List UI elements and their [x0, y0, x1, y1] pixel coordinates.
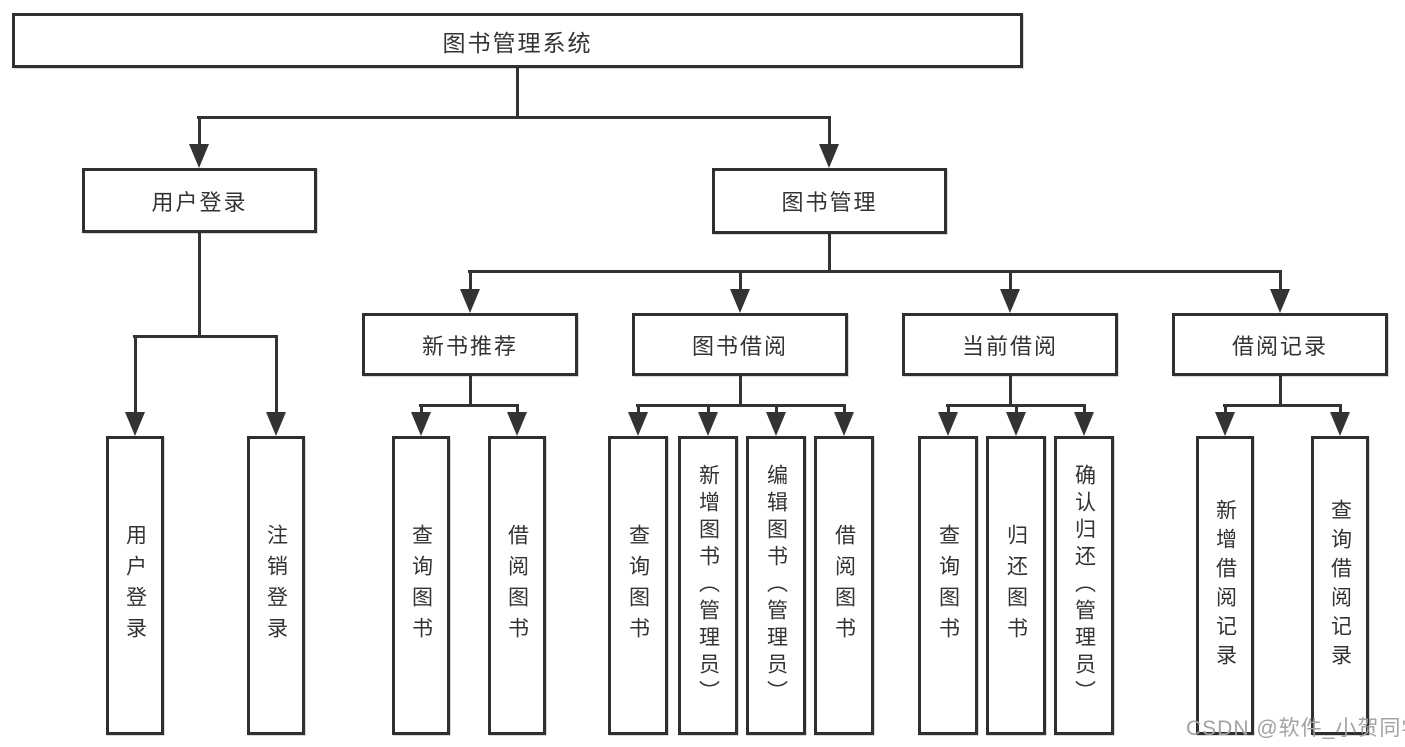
- node-current-borrowing: 当前借阅: [902, 313, 1118, 376]
- connector-drop-current: [1009, 270, 1012, 291]
- leaf-cb-return-books-label: 归还图书: [1004, 523, 1028, 648]
- leaf-logout-login-label: 注销登录: [264, 523, 288, 648]
- node-book-borrowing: 图书借阅: [632, 313, 848, 376]
- node-new-book-recommend-label: 新书推荐: [421, 333, 518, 359]
- leaf-bb-query-books-label: 查询图书: [626, 523, 650, 648]
- arrow-to-cb-query: [938, 412, 958, 436]
- connector-mgmt-hbar: [468, 270, 1282, 273]
- arrow-to-cb-confirm: [1074, 412, 1094, 436]
- connector-login-stem: [198, 231, 201, 337]
- node-library-system: 图书管理系统: [12, 13, 1023, 68]
- arrow-to-borrowing: [730, 289, 750, 313]
- connector-bb-hbar: [636, 404, 845, 407]
- connector-bb-stem: [739, 374, 742, 406]
- leaf-cb-query-books-label: 查询图书: [936, 523, 960, 648]
- leaf-bb-borrow-books-label: 借阅图书: [832, 523, 856, 648]
- connector-drop-leaf-logout: [275, 335, 278, 414]
- leaf-cb-confirm-return-admin: 确认归还（管理员）: [1054, 436, 1114, 735]
- node-library-system-label: 图书管理系统: [442, 29, 593, 56]
- node-current-borrowing-label: 当前借阅: [961, 333, 1058, 359]
- connector-cb-drop3: [1083, 404, 1086, 414]
- leaf-cb-query-books: 查询图书: [918, 436, 978, 735]
- connector-bb-drop2: [707, 404, 710, 414]
- leaf-cb-return-books: 归还图书: [986, 436, 1046, 735]
- arrow-to-book-management: [819, 144, 839, 168]
- node-book-management: 图书管理: [712, 168, 947, 234]
- arrow-to-leaf-user-login: [125, 412, 145, 436]
- watermark: CSDN @软件_小贺同学: [1186, 717, 1405, 740]
- leaf-bb-query-books: 查询图书: [608, 436, 668, 735]
- connector-br-drop2: [1339, 404, 1342, 414]
- leaf-nb-borrow-books-label: 借阅图书: [505, 523, 529, 648]
- connector-login-hbar: [133, 335, 278, 338]
- connector-br-hbar: [1223, 404, 1342, 407]
- leaf-br-add-record-label: 新增借阅记录: [1213, 498, 1237, 673]
- connector-drop-borrowing: [739, 270, 742, 291]
- arrow-to-newbooks: [460, 289, 480, 313]
- leaf-br-query-record-label: 查询借阅记录: [1328, 498, 1352, 673]
- node-new-book-recommend: 新书推荐: [362, 313, 578, 376]
- node-borrow-records-label: 借阅记录: [1231, 333, 1328, 359]
- connector-bb-drop1: [637, 404, 640, 414]
- arrow-to-br-query: [1330, 412, 1350, 436]
- connector-nb-drop1: [420, 404, 423, 414]
- leaf-nb-query-books-label: 查询图书: [409, 523, 433, 648]
- connector-br-stem: [1279, 374, 1282, 406]
- leaf-cb-confirm-return-admin-label: 确认归还（管理员）: [1072, 464, 1096, 707]
- leaf-nb-borrow-books: 借阅图书: [488, 436, 546, 735]
- arrow-to-leaf-logout: [266, 412, 286, 436]
- leaf-bb-borrow-books: 借阅图书: [814, 436, 874, 735]
- node-book-management-label: 图书管理: [781, 190, 878, 215]
- arrow-to-br-add: [1215, 412, 1235, 436]
- connector-drop-records: [1279, 270, 1282, 291]
- arrow-to-bb-add: [698, 412, 718, 436]
- leaf-nb-query-books: 查询图书: [392, 436, 450, 735]
- arrow-to-nb-borrow: [507, 412, 527, 436]
- arrow-to-user-login: [189, 144, 209, 168]
- connector-root-stem: [516, 66, 519, 118]
- connector-drop-login: [198, 116, 201, 146]
- connector-nb-hbar: [419, 404, 519, 407]
- connector-drop-newbooks: [469, 270, 472, 291]
- connector-br-drop1: [1224, 404, 1227, 414]
- connector-cb-drop2: [1015, 404, 1018, 414]
- connector-bb-drop3: [775, 404, 778, 414]
- leaf-user-login-label: 用户登录: [123, 523, 147, 648]
- leaf-bb-edit-books-admin: 编辑图书（管理员）: [746, 436, 806, 735]
- arrow-to-bb-query: [628, 412, 648, 436]
- leaf-br-add-record: 新增借阅记录: [1196, 436, 1254, 735]
- arrow-to-nb-query: [411, 412, 431, 436]
- arrow-to-bb-borrow: [834, 412, 854, 436]
- leaf-user-login: 用户登录: [106, 436, 164, 735]
- leaf-bb-add-books-admin-label: 新增图书（管理员）: [696, 464, 720, 707]
- connector-drop-leaf-login: [134, 335, 137, 414]
- node-user-login-label: 用户登录: [151, 189, 248, 215]
- connector-drop-mgmt: [828, 116, 831, 146]
- node-borrow-records: 借阅记录: [1172, 313, 1388, 376]
- leaf-logout-login: 注销登录: [247, 436, 305, 735]
- connector-root-hbar: [197, 116, 830, 119]
- connector-nb-stem: [469, 374, 472, 406]
- connector-bb-drop4: [843, 404, 846, 414]
- node-user-login: 用户登录: [82, 168, 317, 233]
- arrow-to-records: [1270, 289, 1290, 313]
- connector-nb-drop2: [516, 404, 519, 414]
- leaf-br-query-record: 查询借阅记录: [1311, 436, 1369, 735]
- connector-cb-stem: [1009, 374, 1012, 406]
- arrow-to-bb-edit: [766, 412, 786, 436]
- leaf-bb-add-books-admin: 新增图书（管理员）: [678, 436, 738, 735]
- connector-cb-drop1: [947, 404, 950, 414]
- leaf-bb-edit-books-admin-label: 编辑图书（管理员）: [764, 464, 788, 707]
- arrow-to-current: [1000, 289, 1020, 313]
- connector-mgmt-stem: [828, 232, 831, 272]
- node-book-borrowing-label: 图书借阅: [691, 333, 788, 359]
- arrow-to-cb-return: [1006, 412, 1026, 436]
